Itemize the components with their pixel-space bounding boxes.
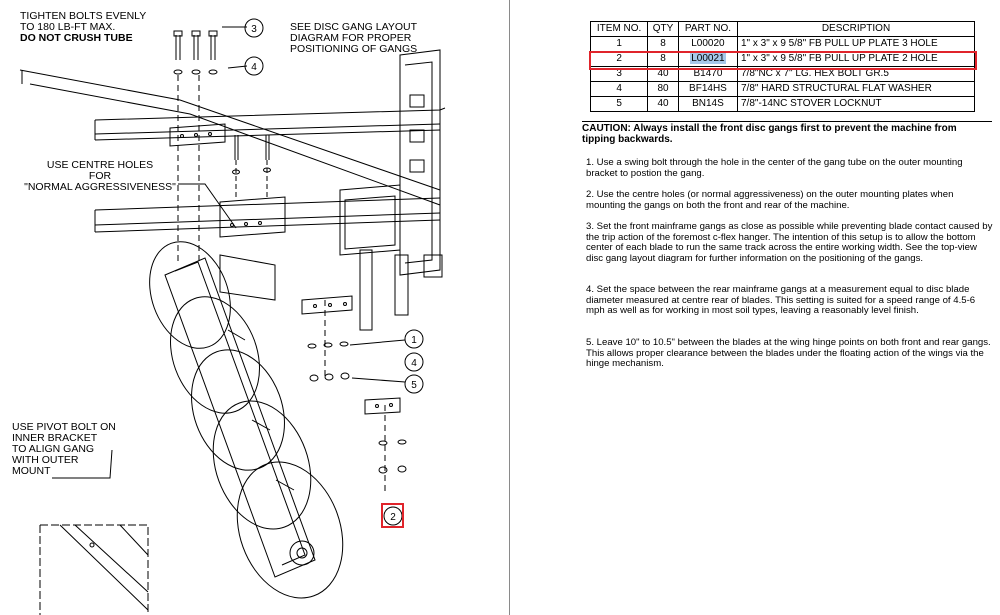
header-qty: QTY (647, 21, 679, 37)
disc-gang-line-3: POSITIONING OF GANGS (290, 43, 418, 55)
upper-frame-rail (94, 107, 446, 141)
note-3: 3. Set the front mainframe gangs as clos… (586, 221, 993, 264)
table-row: 1 8 L00020 1" x 3" x 9 5/8" FB PULL UP P… (589, 36, 975, 52)
parts-table-header: ITEM NO. QTY PART NO. DESCRIPTION (589, 21, 975, 37)
row-description: 7/8"-14NC STOVER LOCKNUT (737, 96, 975, 112)
row-description: 7/8" HARD STRUCTURAL FLAT WASHER (737, 81, 975, 97)
balloon-4-lower (404, 352, 424, 372)
balloon-4-top (244, 56, 264, 76)
disc-gang (149, 241, 344, 599)
header-description: DESCRIPTION (737, 21, 975, 37)
tighten-line-1: TIGHTEN BOLTS EVENLY (20, 10, 147, 22)
row-part: L00020 (677, 36, 739, 52)
disc-gang-line-2: DIAGRAM FOR PROPER (290, 32, 412, 44)
pivot-bolt-line-5: MOUNT (12, 465, 51, 477)
diagonal-beam (19, 69, 441, 206)
tighten-bolts-note: TIGHTEN BOLTS EVENLY TO 180 LB-FT MAX. D… (20, 11, 146, 44)
assembly-drawing-pane: 3 4 1 4 5 2 TIGHTEN BOLTS EVENLY TO 180 … (12, 11, 446, 615)
balloon-3 (244, 18, 264, 38)
instructions-pane: ITEM NO. QTY PART NO. DESCRIPTION 1 8 L0… (510, 0, 1000, 615)
table-row: 3 40 B1470 7/8"NC x 7" LG. HEX BOLT GR.5 (589, 66, 975, 82)
tighten-line-3: DO NOT CRUSH TUBE (20, 32, 133, 44)
centre-holes-line-2: FOR (88, 170, 112, 182)
page-divider (509, 0, 510, 615)
centre-holes-line-3: "NORMAL AGGRESSIVENESS" (24, 181, 176, 193)
balloon-4-lower-label: 4 (411, 358, 417, 369)
pivot-bolt-line-1: USE PIVOT BOLT ON (12, 421, 116, 433)
balloon-4-top-label: 4 (251, 62, 257, 73)
exploded-plates-lower (301, 295, 407, 474)
item-balloons (244, 18, 424, 528)
row-item: 5 (589, 96, 649, 112)
exploded-bolts-top (173, 26, 271, 200)
detail-view (39, 524, 149, 615)
disc-gang-line-1: SEE DISC GANG LAYOUT (290, 21, 417, 33)
balloon-5-label: 5 (411, 380, 417, 391)
header-item-no: ITEM NO. (589, 21, 649, 37)
row-qty: 8 (647, 36, 679, 52)
caution-note: CAUTION: Always install the front disc g… (582, 123, 957, 145)
centre-holes-leader (178, 183, 237, 229)
balloon-1 (404, 329, 424, 349)
balloon-2-label: 2 (390, 512, 396, 523)
caution-rule (582, 121, 992, 122)
lower-frame-rail (94, 197, 441, 233)
pivot-bolt-line-4: WITH OUTER (12, 454, 79, 466)
balloon-3-label: 3 (251, 24, 257, 35)
note-2: 2. Use the centre holes (or normal aggre… (586, 189, 954, 211)
note-4: 4. Set the space between the rear mainfr… (586, 284, 976, 317)
pivot-bolt-line-2: INNER BRACKET (12, 432, 98, 444)
table-row: 5 40 BN14S 7/8"-14NC STOVER LOCKNUT (589, 96, 975, 112)
balloon-labels: 3 4 1 4 5 2 (251, 24, 417, 523)
note-5: 5. Leave 10" to 10.5" between the blades… (586, 337, 991, 370)
row-part: BF14HS (677, 81, 739, 97)
balloon-5 (404, 374, 424, 394)
row-qty: 80 (647, 81, 679, 97)
pivot-bolt-note: USE PIVOT BOLT ON INNER BRACKET TO ALIGN… (12, 422, 116, 477)
tighten-line-2: TO 180 LB-FT MAX. (20, 21, 116, 33)
clamp-plate-upper (169, 123, 286, 238)
row-qty: 40 (647, 96, 679, 112)
table-row-highlighted: 2 8 L00021 1" x 3" x 9 5/8" FB PULL UP P… (589, 51, 975, 67)
row-item: 1 (589, 36, 649, 52)
centre-holes-line-1: USE CENTRE HOLES (46, 159, 154, 171)
disc-gang-assembly-drawing: 3 4 1 4 5 2 (19, 18, 446, 615)
balloon-2-highlight (381, 503, 404, 528)
pivot-bolt-leader (52, 449, 113, 479)
pivot-bolt-line-3: TO ALIGN GANG (12, 443, 95, 455)
note-1: 1. Use a swing bolt through the hole in … (586, 157, 963, 179)
right-frame-structure (339, 49, 443, 331)
construction-lines (177, 75, 386, 495)
row-item: 4 (589, 81, 649, 97)
selected-part-number[interactable]: L00021 (690, 53, 726, 64)
centre-holes-note: USE CENTRE HOLES FOR "NORMAL AGGRESSIVEN… (22, 160, 178, 193)
header-part-no: PART NO. (677, 21, 739, 37)
highlighted-row-outline (589, 51, 977, 70)
row-description: 1" x 3" x 9 5/8" FB PULL UP PLATE 3 HOLE (737, 36, 975, 52)
row-part: BN14S (677, 96, 739, 112)
table-row: 4 80 BF14HS 7/8" HARD STRUCTURAL FLAT WA… (589, 81, 975, 97)
parts-table: ITEM NO. QTY PART NO. DESCRIPTION 1 8 L0… (589, 21, 975, 112)
disc-gang-layout-note: SEE DISC GANG LAYOUT DIAGRAM FOR PROPER … (290, 22, 417, 55)
balloon-1-label: 1 (411, 335, 417, 346)
